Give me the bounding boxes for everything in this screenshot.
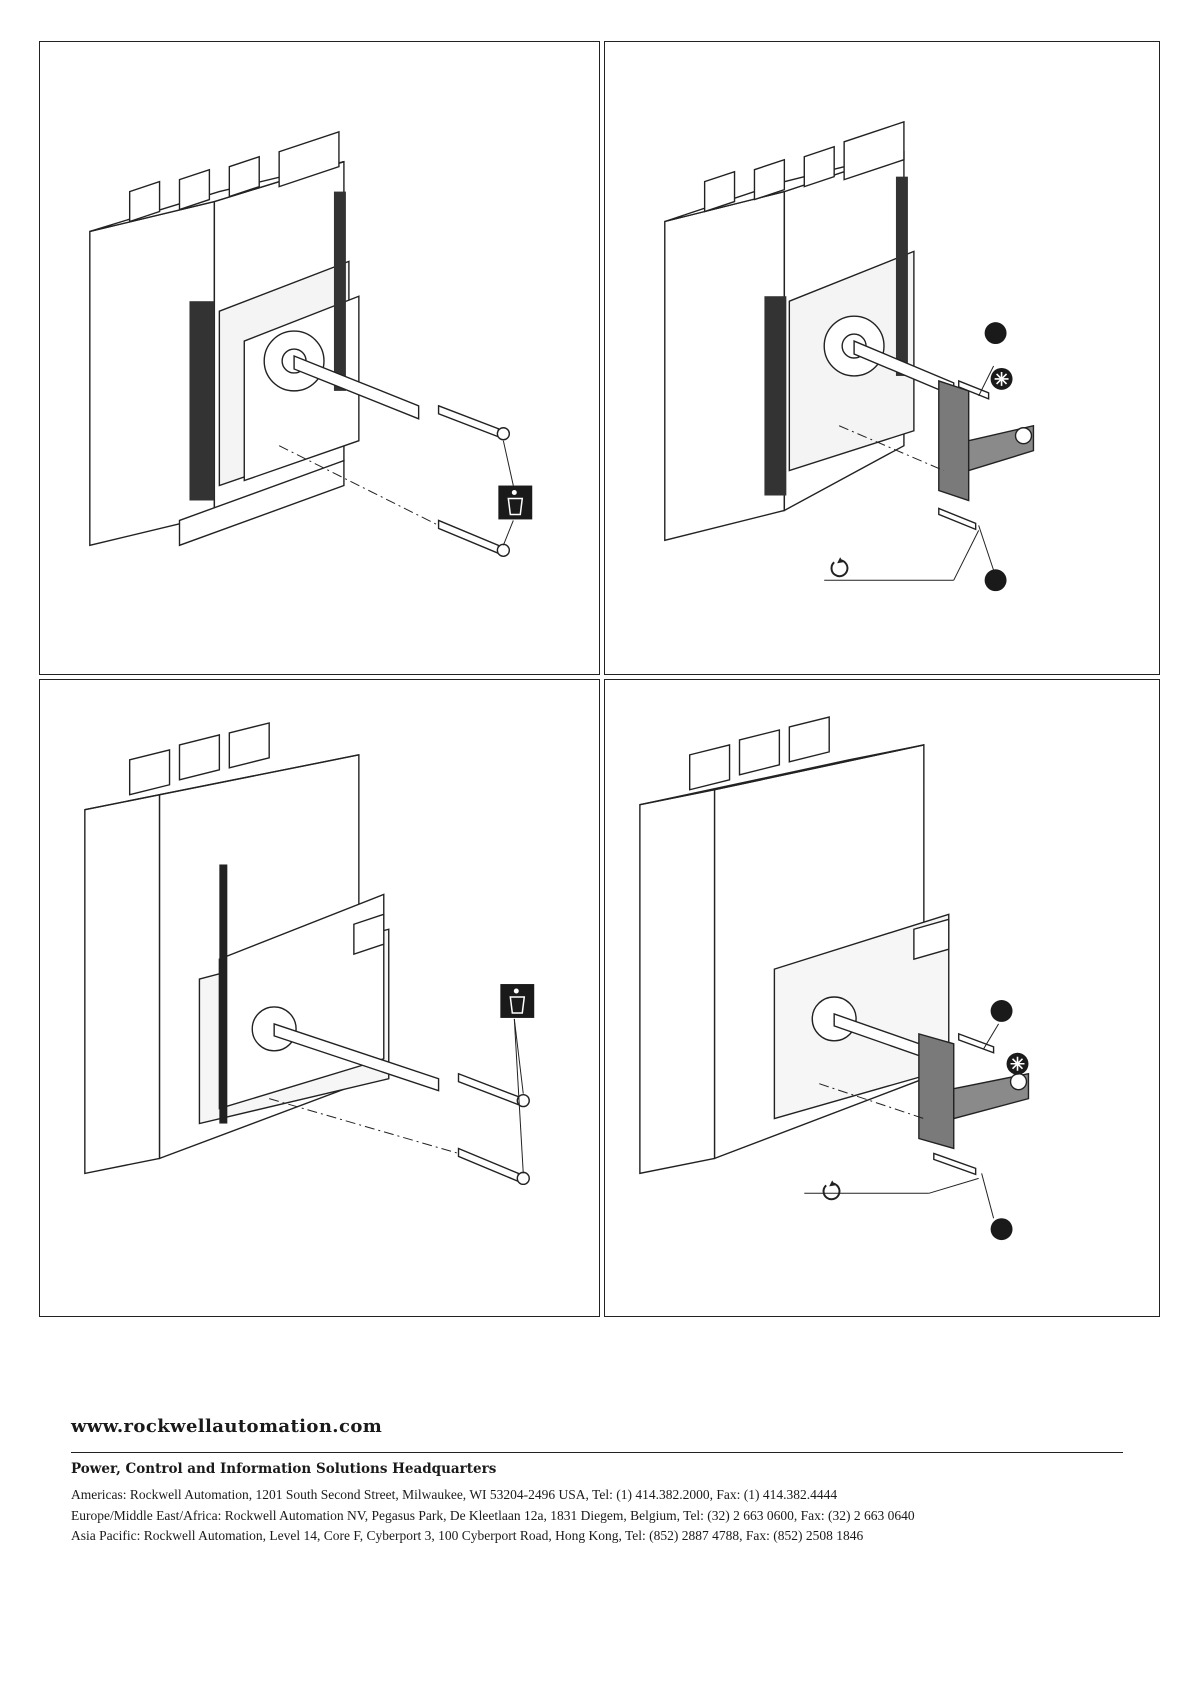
illustration-panel-2 <box>604 41 1160 675</box>
breaker-drawing-1 <box>89 130 533 557</box>
callout-dot <box>984 322 1007 345</box>
illustration-panel-3 <box>39 679 600 1317</box>
breaker-drawing-3 <box>84 722 535 1186</box>
page-footer: www.rockwellautomation.com Power, Contro… <box>71 1416 1123 1547</box>
callout-dot <box>990 999 1013 1022</box>
illustration-panel-1 <box>39 41 600 675</box>
breaker-drawing-4 <box>639 716 1030 1241</box>
discard-icon <box>500 984 535 1018</box>
address-americas: Americas: Rockwell Automation, 1201 Sout… <box>71 1487 838 1502</box>
address-emea: Europe/Middle East/Africa: Rockwell Auto… <box>71 1507 915 1523</box>
headquarters-heading: Power, Control and Information Solutions… <box>71 1461 497 1477</box>
footer-divider <box>71 1452 1123 1453</box>
callout-dot <box>990 1218 1013 1241</box>
discard-icon <box>498 485 533 520</box>
torque-icon <box>830 557 849 578</box>
website-link[interactable]: www.rockwellautomation.com <box>71 1416 383 1437</box>
illustration-panel-4 <box>604 679 1160 1317</box>
torx-screwdriver-icon <box>990 367 1013 390</box>
torx-screwdriver-icon <box>1006 1052 1029 1075</box>
callout-dot <box>984 569 1007 592</box>
breaker-drawing-2 <box>664 120 1035 592</box>
torque-icon <box>822 1180 841 1201</box>
address-asia-pacific: Asia Pacific: Rockwell Automation, Level… <box>71 1528 864 1543</box>
